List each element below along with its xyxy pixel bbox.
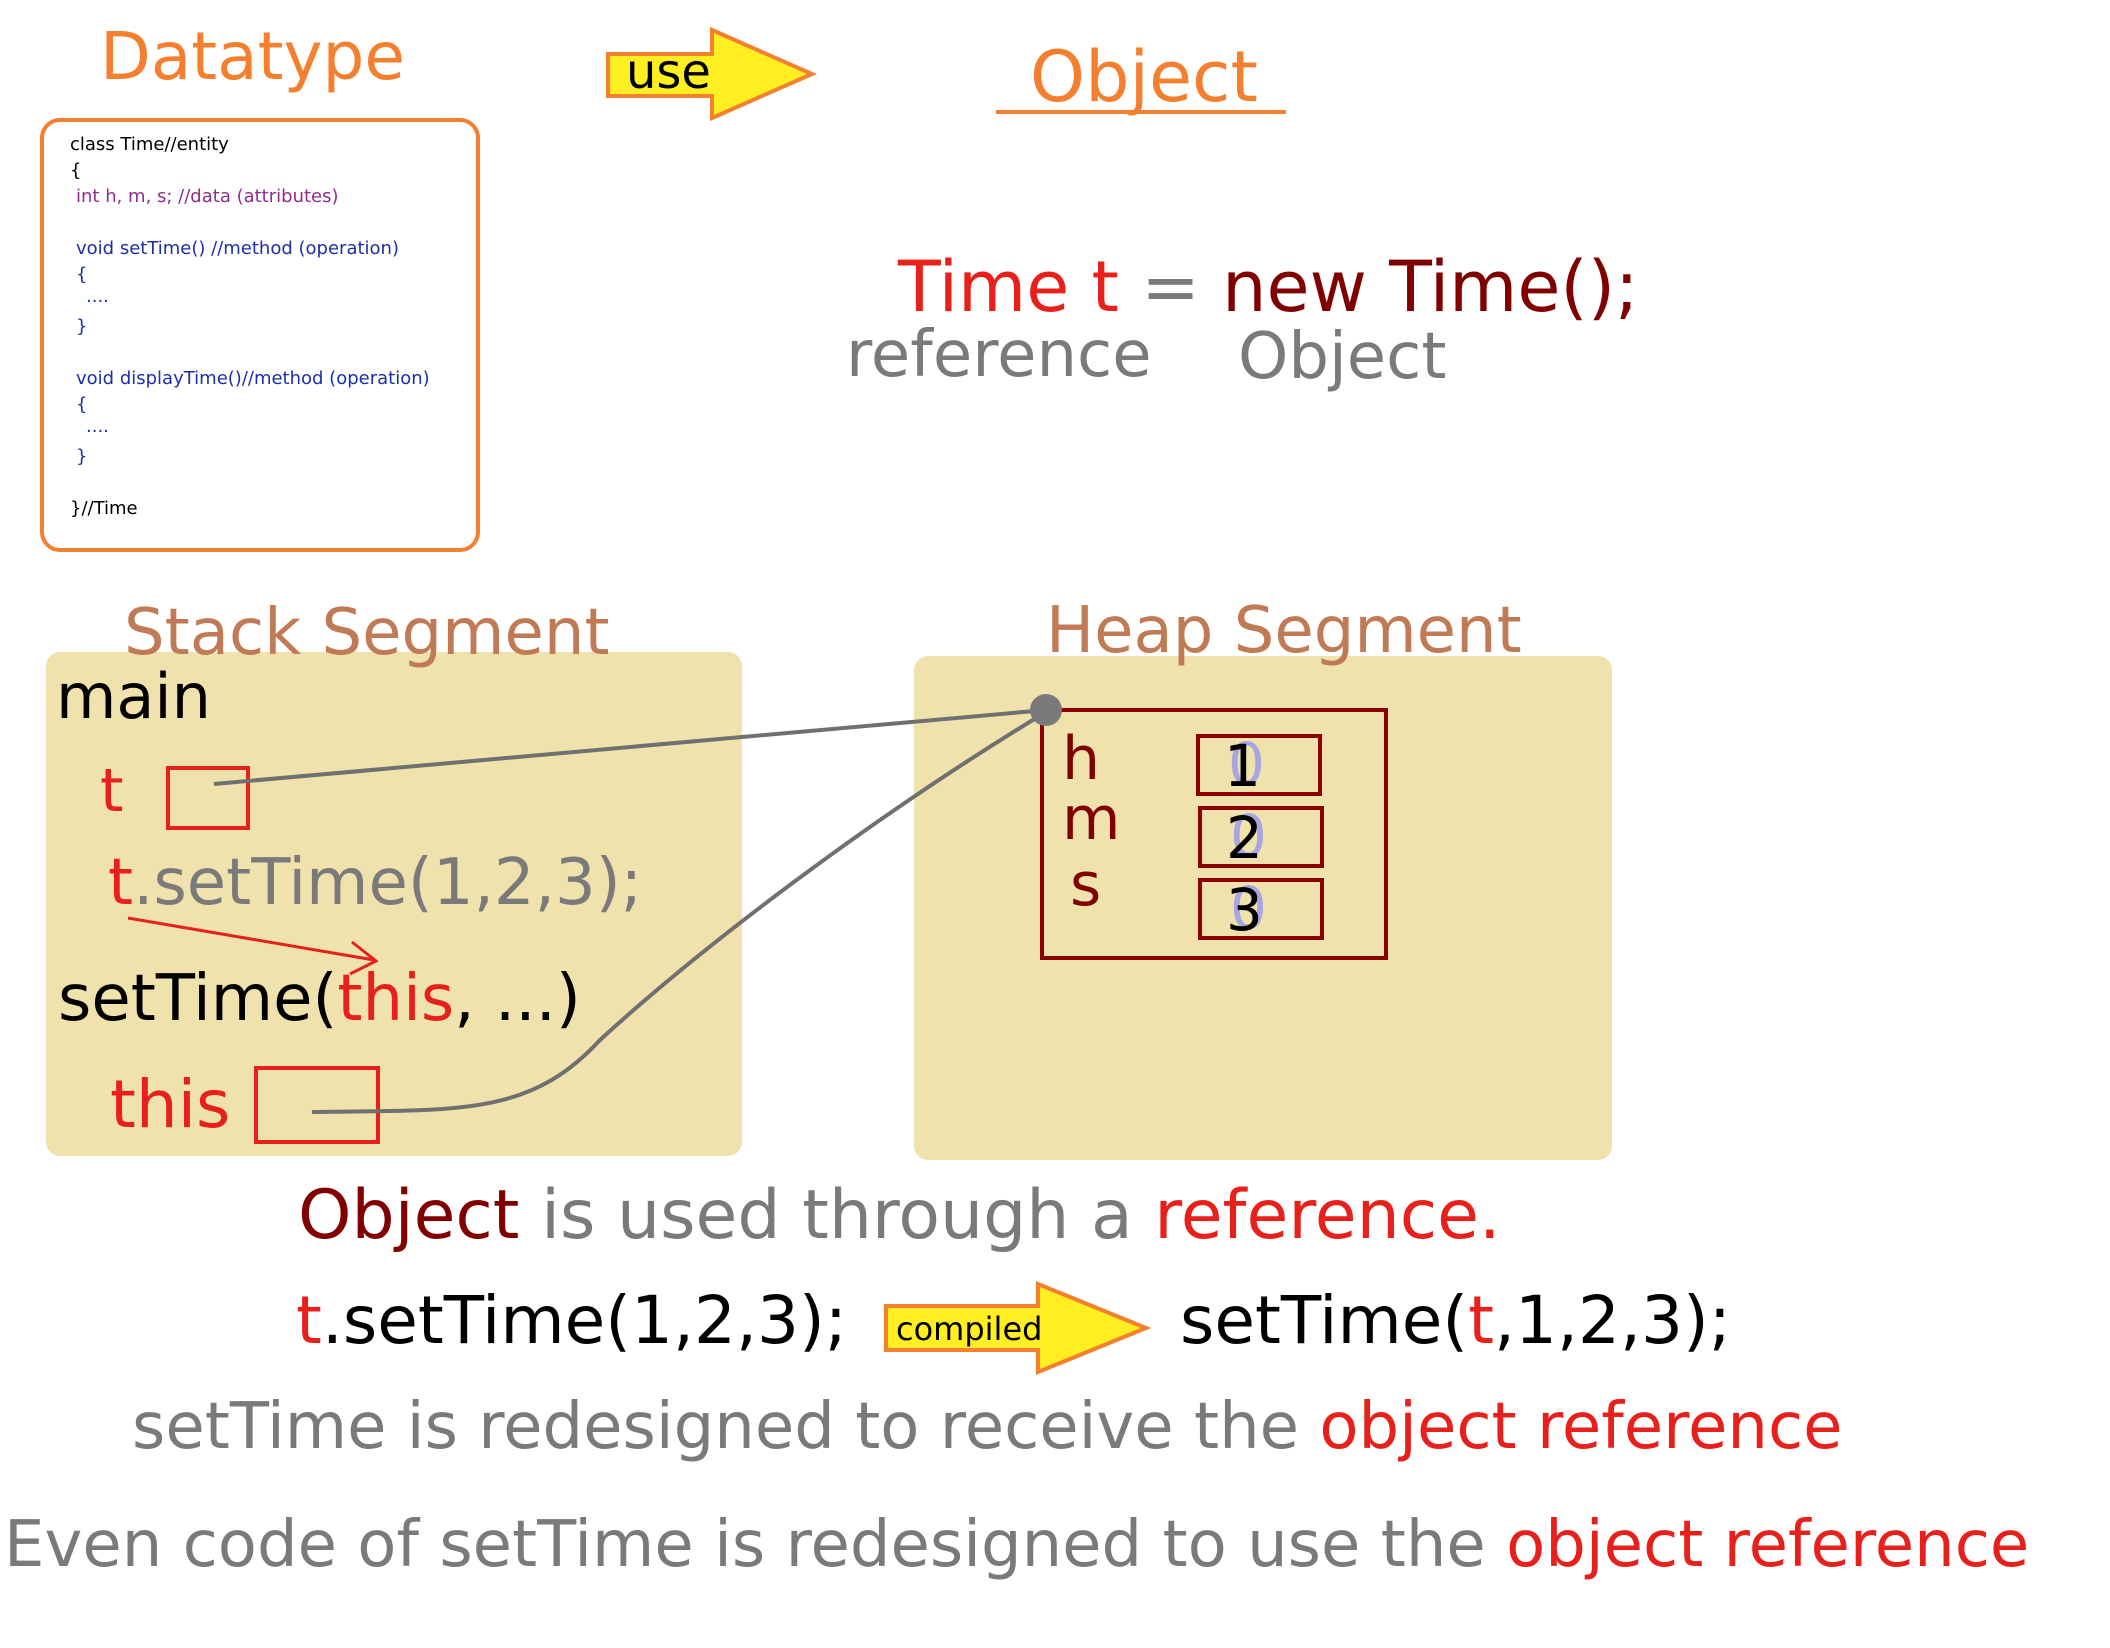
source-call: t.setTime(1,2,3); (296, 1282, 847, 1359)
method-call-statement: t.setTime(1,2,3); (108, 846, 642, 920)
summary-object: Object (298, 1176, 520, 1255)
redesign-note-1-text: setTime is redesigned to receive the (132, 1390, 1320, 1464)
field-name-s: s (1070, 850, 1102, 920)
code-line: int h, m, s; //data (attributes) (76, 186, 339, 207)
class-definition-box: class Time//entity { int h, m, s; //data… (40, 118, 480, 552)
field-name-h: h (1062, 724, 1101, 794)
redesign-note-2-highlight: object reference (1506, 1508, 2030, 1582)
code-line: } (76, 446, 88, 467)
declaration-statement: Time t = new Time(); (898, 246, 1639, 328)
source-call-receiver: t (296, 1282, 322, 1359)
compiled-call-t: t (1468, 1282, 1495, 1359)
this-variable-label: this (110, 1066, 231, 1143)
reference-label: reference (846, 318, 1152, 392)
heap-segment-panel (914, 656, 1612, 1160)
t-pointer-line (213, 708, 1047, 786)
sig-this: this (337, 962, 455, 1036)
field-new-value: 3 (1226, 876, 1263, 944)
sig-end: , ...) (454, 962, 581, 1036)
code-line: void displayTime()//method (operation) (76, 368, 430, 389)
field-cell-s: 0 3 (1198, 874, 1324, 944)
declaration-new-expr: new Time(); (1222, 246, 1639, 328)
this-reference-cell (254, 1066, 380, 1144)
main-frame-label: main (56, 660, 211, 733)
t-to-this-arrow (127, 916, 379, 976)
redesign-note-1: setTime is redesigned to receive the obj… (132, 1390, 1843, 1464)
code-line: { (76, 394, 88, 415)
settime-signature: setTime(this, ...) (58, 962, 581, 1036)
sig-start: setTime( (58, 962, 338, 1036)
declaration-equals: = (1119, 246, 1223, 328)
stack-segment-panel (46, 652, 742, 1156)
t-variable-label: t (100, 756, 124, 826)
code-line: class Time//entity (70, 134, 229, 155)
field-new-value: 1 (1224, 732, 1261, 800)
source-call-rest: .setTime(1,2,3); (321, 1282, 847, 1359)
object-label: Object (1238, 320, 1447, 394)
object-anchor-dot (1030, 694, 1062, 726)
field-old-value: 0 (1230, 874, 1267, 942)
datatype-title: Datatype (100, 18, 406, 95)
heap-object-box: h 0 1 m 0 2 s 0 3 (1040, 708, 1388, 960)
compiled-arrow: compiled (884, 1281, 1152, 1375)
call-receiver: t (108, 846, 134, 920)
redesign-note-2-text: Even code of setTime is redesigned to us… (4, 1508, 1507, 1582)
field-cell-h: 0 1 (1196, 730, 1322, 800)
this-pointer-line (311, 710, 1048, 1114)
stack-segment-title: Stack Segment (124, 596, 610, 670)
heap-segment-title: Heap Segment (1046, 594, 1522, 668)
code-line: void setTime() //method (operation) (76, 238, 399, 259)
use-arrow: use (606, 26, 817, 122)
object-underline (996, 110, 1286, 114)
use-arrow-label: use (626, 44, 711, 100)
t-reference-cell (166, 766, 250, 830)
code-line: .... (86, 286, 109, 307)
field-cell-m: 0 2 (1198, 802, 1324, 872)
compiled-arrow-label: compiled (896, 1310, 1042, 1348)
field-new-value: 2 (1226, 804, 1263, 872)
object-title: Object (1030, 36, 1258, 118)
summary-mid: is used through a (519, 1176, 1155, 1255)
code-line: .... (86, 416, 109, 437)
field-old-value: 0 (1230, 802, 1267, 870)
field-old-value: 0 (1228, 730, 1265, 798)
code-line: } (76, 316, 88, 337)
code-line: { (70, 160, 82, 181)
compiled-call-start: setTime( (1180, 1282, 1469, 1359)
summary-reference: reference. (1154, 1176, 1501, 1255)
compiled-call: setTime(t,1,2,3); (1180, 1282, 1731, 1359)
redesign-note-1-highlight: object reference (1319, 1390, 1843, 1464)
declaration-type-var: Time t (898, 246, 1120, 328)
redesign-note-2: Even code of setTime is redesigned to us… (4, 1508, 2029, 1582)
code-line: }//Time (70, 498, 138, 519)
summary-statement: Object is used through a reference. (298, 1176, 1501, 1255)
field-name-m: m (1062, 784, 1121, 854)
compiled-call-end: ,1,2,3); (1494, 1282, 1731, 1359)
call-rest: .setTime(1,2,3); (133, 846, 643, 920)
code-line: { (76, 264, 88, 285)
